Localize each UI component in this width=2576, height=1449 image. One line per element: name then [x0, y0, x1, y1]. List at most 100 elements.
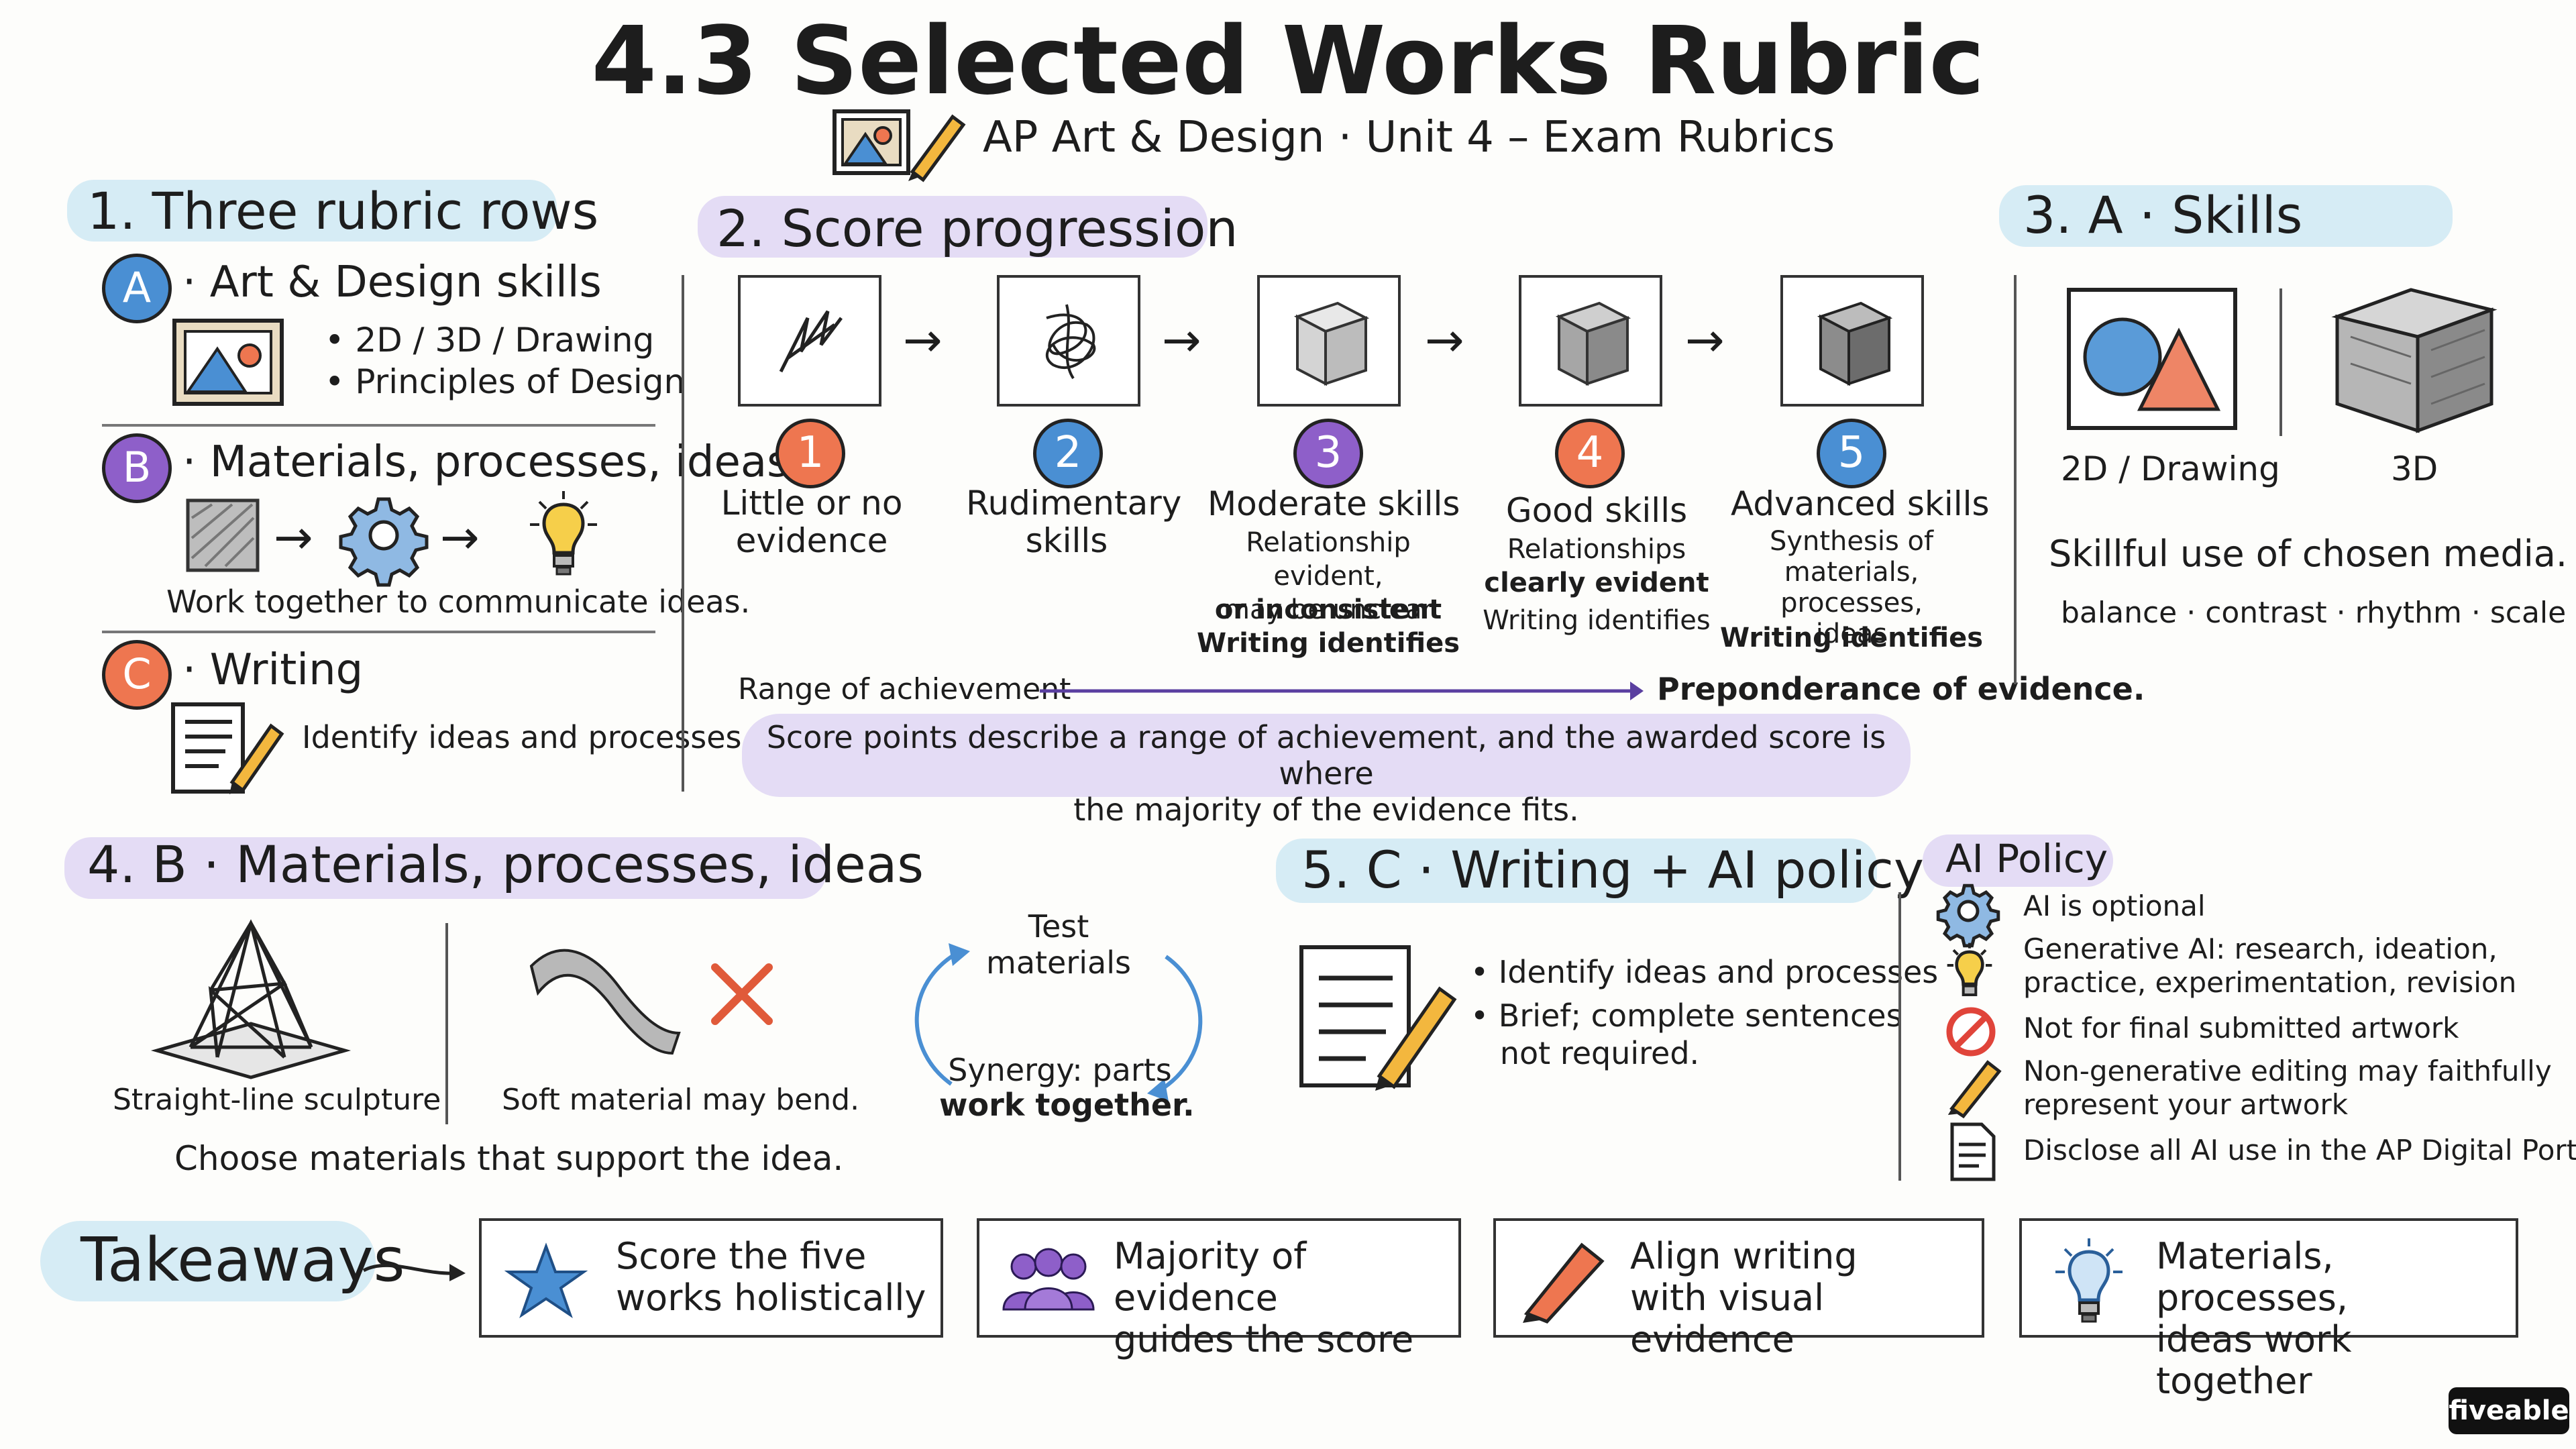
arrow-2: →: [440, 510, 480, 565]
ai-item-2: Generative AI: research, ideation, pract…: [2023, 932, 2517, 999]
row-c-caption: Identify ideas and processes.: [302, 719, 752, 755]
section1-highlight: [67, 180, 557, 241]
lightbulb-icon: [2055, 1238, 2123, 1323]
row-a-label: · Art & Design skills: [182, 258, 602, 307]
score-5-label: Advanced skills: [1731, 484, 1990, 523]
arrow-1: →: [274, 510, 313, 565]
material-texture-icon: [186, 498, 260, 572]
picture-icon: [172, 319, 284, 406]
ai-item-1: AI is optional: [2023, 890, 2206, 922]
section5-title: 5. C · Writing + AI policy: [1301, 840, 1924, 900]
lightbulb-icon: [530, 491, 597, 576]
score-3-badge: 3: [1293, 419, 1363, 488]
score-3-detail-bold: or inconsistent Writing identifies: [1196, 594, 1460, 659]
score-4-badge: 4: [1555, 419, 1625, 488]
score-4-label: Good skills: [1505, 491, 1688, 530]
section5-bullet-1: • Identify ideas and processes: [1470, 954, 1939, 990]
arrow: →: [1685, 313, 1725, 368]
row-b-label: · Materials, processes, ideas: [182, 437, 790, 487]
takeaway-card-2: Majority of evidence guides the score: [977, 1218, 1461, 1360]
section4-highlight: [64, 837, 826, 899]
row-b-caption: Work together to communicate ideas.: [166, 584, 751, 620]
score-5-cube: [1780, 275, 1924, 407]
score-3-cube: [1257, 275, 1401, 407]
row-a-badge: A: [102, 254, 172, 323]
cycle-bottom-label-1: Synergy: parts: [948, 1052, 1172, 1088]
sculpture-caption: Straight-line sculpture: [113, 1083, 441, 1117]
section2-highlight: [698, 196, 1208, 258]
soft-caption: Soft material may bend.: [502, 1083, 860, 1117]
page-title: 4.3 Selected Works Rubric: [591, 7, 1985, 116]
pencil-icon: [1523, 1242, 1605, 1324]
score-3-label: Moderate skills: [1208, 484, 1460, 523]
score-3-detail: Relationship evident, may be unclear: [1224, 527, 1433, 625]
section2-title: 2. Score progression: [716, 199, 1238, 258]
section4-title: 4. B · Materials, processes, ideas: [87, 835, 924, 894]
takeaway-text-3: Align writing with visual evidence: [1630, 1235, 1858, 1360]
takeaway-card-4: Materials, processes, ideas work togethe…: [2019, 1218, 2518, 1402]
score-4-detail-bold: clearly evident: [1484, 568, 1709, 598]
takeaway-card-3: Align writing with visual evidence: [1493, 1218, 1984, 1360]
art-pencil-icon: [833, 109, 966, 182]
takeaway-text-4: Materials, processes, ideas work togethe…: [2156, 1235, 2352, 1402]
row-c-badge: C: [102, 640, 172, 710]
score-2-sketch: [997, 275, 1140, 407]
cube-icon: [2331, 288, 2498, 433]
document-pencil-icon: [1299, 945, 1457, 1091]
divider: [1898, 892, 1901, 1181]
x-mark-icon: [711, 963, 773, 1025]
page-subtitle: AP Art & Design · Unit 4 – Exam Rubrics: [983, 113, 1835, 162]
brand-logo[interactable]: fiveable: [2449, 1387, 2569, 1434]
ai-item-3: Not for final submitted artwork: [2023, 1012, 2459, 1044]
divider: [445, 923, 448, 1124]
divider: [102, 631, 655, 633]
gear-icon: [339, 497, 429, 587]
arrow: →: [1162, 313, 1201, 368]
arrow: →: [1425, 313, 1464, 368]
section3-highlight: [1999, 185, 2453, 247]
divider: [2279, 288, 2282, 436]
section1-title: 1. Three rubric rows: [87, 181, 599, 241]
divider: [102, 424, 655, 427]
row-b-badge: B: [102, 433, 172, 503]
label-2d: 2D / Drawing: [2061, 449, 2280, 488]
people-icon: [1002, 1248, 1095, 1311]
divider: [682, 275, 684, 792]
score-2-badge: 2: [1033, 419, 1103, 488]
pencil-icon: [1947, 1060, 2002, 1119]
preponderance-label: Preponderance of evidence.: [1657, 671, 2145, 707]
score-1-label: Little or no evidence: [720, 484, 903, 560]
score-1-sketch: [738, 275, 881, 407]
materials-footer: Choose materials that support the idea.: [174, 1139, 844, 1178]
arrow: →: [903, 313, 943, 368]
cycle-arrows: [914, 943, 1203, 1102]
section5-highlight: [1276, 839, 1877, 903]
score-5-detail-2: Writing identifies: [1719, 623, 1984, 653]
score-note-box: [742, 714, 1911, 797]
skills-statement: Skillful use of chosen media.: [2049, 533, 2567, 575]
cycle-bottom-label-2: work together.: [939, 1087, 1195, 1123]
takeaways-arrow: [362, 1263, 466, 1281]
ai-item-5: Disclose all AI use in the AP Digital Po…: [2023, 1134, 2576, 1167]
row-a-bullet-2: • Principles of Design: [325, 362, 686, 401]
takeaway-card-1: Score the five works holistically: [479, 1218, 943, 1338]
gear-icon: [1936, 883, 2000, 948]
design-principles: balance · contrast · rhythm · scale: [2061, 596, 2567, 630]
score-4-detail: Relationships: [1507, 534, 1686, 565]
document-icon: [1950, 1122, 1996, 1181]
range-arrow: [1040, 682, 1644, 700]
divider: [2014, 275, 2017, 684]
takeaway-text-1: Score the five works holistically: [616, 1235, 926, 1319]
score-1-badge: 1: [775, 419, 845, 488]
ai-item-4: Non-generative editing may faithfully re…: [2023, 1055, 2552, 1121]
score-5-detail: Synthesis of materials, processes, ideas: [1769, 526, 1934, 649]
label-3d: 3D: [2391, 449, 2438, 488]
document-pencil-icon: [171, 702, 284, 794]
score-5-badge: 5: [1817, 419, 1886, 488]
star-icon: [504, 1242, 588, 1318]
score-note: Score points describe a range of achieve…: [766, 719, 1886, 828]
shapes-icon: [2067, 288, 2237, 430]
takeaways-title: Takeaways: [80, 1225, 405, 1295]
lightbulb-icon: [1947, 943, 1992, 997]
sculpture-icon: [150, 919, 352, 1079]
